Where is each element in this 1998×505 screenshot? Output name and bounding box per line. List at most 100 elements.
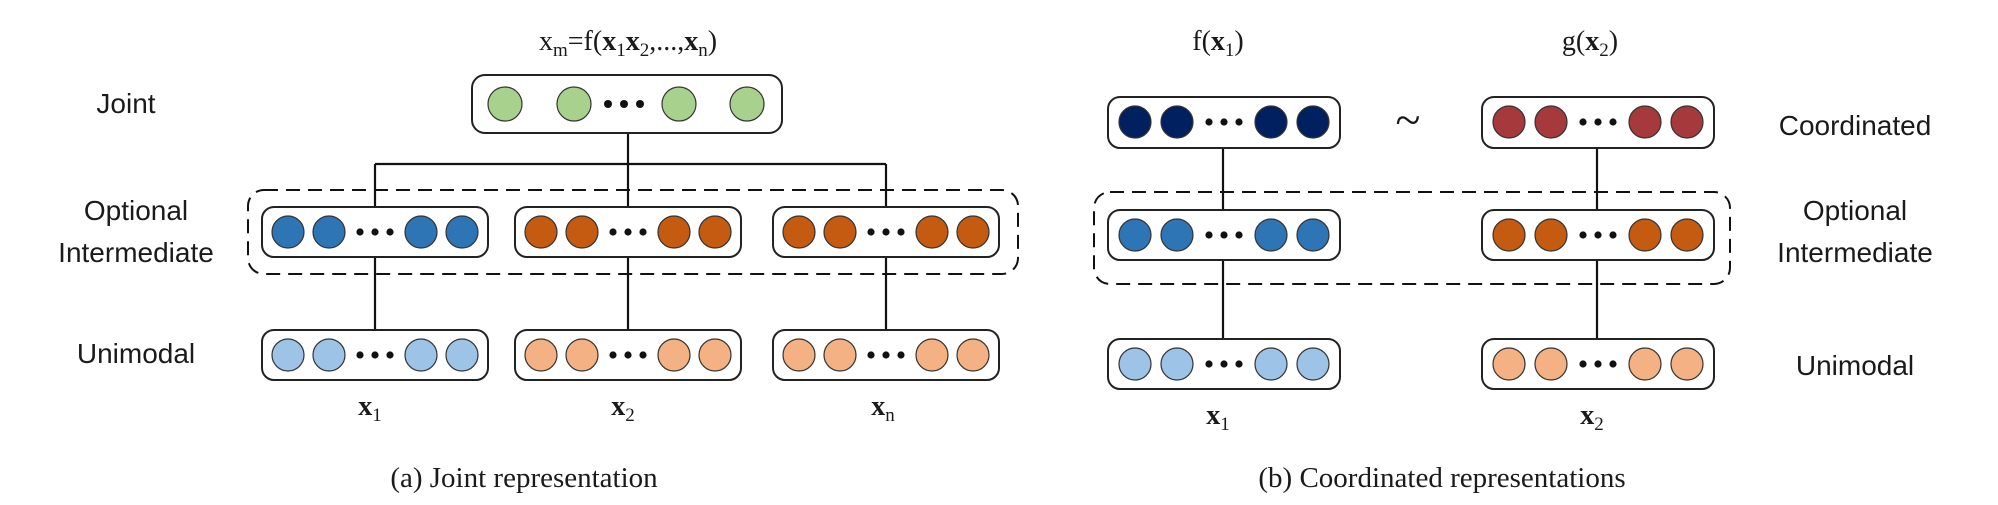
ellipsis-dot [386,351,394,359]
row-label-joint: Joint [96,88,155,119]
row-label-intermediate-b: Intermediate [1777,237,1933,268]
unimodal-node [956,338,990,372]
coordinated-node [1118,105,1152,139]
coordinated-node [1254,105,1288,139]
coordinated-node [1670,105,1704,139]
intermediate-node [271,215,305,249]
ellipsis-dot [1579,231,1587,239]
panel-coordinated-representations: f(x1) g(x2) ~ Coordinated Optional Inter… [1093,26,1933,494]
intermediate-node [1160,218,1194,252]
ellipsis-dot [356,351,364,359]
intermediate-layer-b [1107,209,1715,261]
ellipsis-dot [624,228,632,236]
intermediate-node [782,215,816,249]
unimodal-node [445,338,479,372]
joint-node [729,86,765,122]
ellipsis-dot [897,228,905,236]
joint-node [487,86,523,122]
input-label-x1: x1 [358,391,382,426]
joint-node [661,86,697,122]
ellipsis-dot [386,228,394,236]
coordinated-node [1296,105,1330,139]
ellipsis-dot [636,100,644,108]
coordinated-layer [1107,96,1715,149]
ellipsis-dot [371,228,379,236]
unimodal-node [271,338,305,372]
ellipsis-dot [639,351,647,359]
intermediate-node [956,215,990,249]
row-label-unimodal-b: Unimodal [1796,350,1914,381]
ellipsis-dot [1220,231,1228,239]
caption-coordinated-representations: (b) Coordinated representations [1258,462,1625,494]
ellipsis-dot [1220,360,1228,368]
joint-formula: xm=f(x1x2,...,xn) [539,26,717,61]
unimodal-node [1534,347,1568,381]
ellipsis-dot [1609,231,1617,239]
caption-joint-representation: (a) Joint representation [390,462,658,494]
intermediate-node [1670,218,1704,252]
ellipsis-dot [1579,118,1587,126]
ellipsis-dot [1205,118,1213,126]
row-label-coordinated: Coordinated [1779,110,1932,141]
ellipsis-dot [867,228,875,236]
unimodal-node [1118,347,1152,381]
intermediate-node [565,215,599,249]
coordinated-node [1628,105,1662,139]
coordinated-node [1160,105,1194,139]
intermediate-layer [261,206,1000,258]
row-label-optional-b: Optional [1803,195,1907,226]
coordinated-node [1492,105,1526,139]
intermediate-node [1534,218,1568,252]
intermediate-node [312,215,346,249]
ellipsis-dot [867,351,875,359]
unimodal-node [565,338,599,372]
unimodal-node [404,338,438,372]
ellipsis-dot [897,351,905,359]
unimodal-node [823,338,857,372]
input-label-x2-b: x2 [1580,400,1604,435]
intermediate-node [445,215,479,249]
intermediate-node [823,215,857,249]
ellipsis-dot [371,351,379,359]
ellipsis-dot [1594,231,1602,239]
unimodal-node [1628,347,1662,381]
unimodal-node [698,338,732,372]
ellipsis-dot [1205,360,1213,368]
ellipsis-dot [1579,360,1587,368]
unimodal-node [657,338,691,372]
ellipsis-dot [624,351,632,359]
ellipsis-dot [1594,360,1602,368]
panel-joint-representation: xm=f(x1x2,...,xn) Joint Optional Interme… [58,26,1019,494]
intermediate-node [404,215,438,249]
intermediate-node [1118,218,1152,252]
ellipsis-dot [882,228,890,236]
optional-intermediate-group-b [1093,191,1731,285]
joint-layer [471,74,783,134]
input-label-x2: x2 [611,391,635,426]
input-label-xn: xn [871,391,895,426]
unimodal-node [1296,347,1330,381]
joint-node [556,86,592,122]
ellipsis-dot [604,100,612,108]
unimodal-node [1492,347,1526,381]
ellipsis-dot [639,228,647,236]
ellipsis-dot [1235,118,1243,126]
input-label-x1-b: x1 [1206,400,1230,435]
intermediate-node [1628,218,1662,252]
intermediate-node [524,215,558,249]
ellipsis-dot [356,228,364,236]
intermediate-node [1254,218,1288,252]
similarity-symbol: ~ [1396,94,1421,145]
ellipsis-dot [1609,118,1617,126]
coordinated-node [1534,105,1568,139]
ellipsis-dot [1609,360,1617,368]
row-label-optional: Optional [84,195,188,226]
function-label-g: g(x2) [1562,26,1618,61]
unimodal-layer-b [1107,338,1715,390]
unimodal-layer [261,329,1000,381]
intermediate-node [1296,218,1330,252]
ellipsis-dot [609,228,617,236]
row-label-unimodal: Unimodal [77,338,195,369]
intermediate-node [698,215,732,249]
